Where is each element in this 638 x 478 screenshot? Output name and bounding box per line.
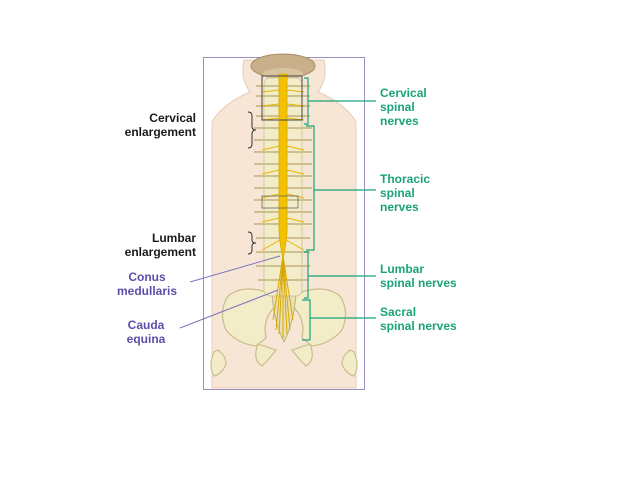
cauda-equina-label: Cauda equina (126, 318, 166, 346)
lumbar-spinal-nerves-label: Lumbar spinal nerves (380, 262, 457, 290)
thoracic-junction-box (261, 195, 299, 209)
spinal-cord (278, 73, 288, 259)
nerve-group-brackets (302, 77, 376, 341)
lumbar-enlargement-label: Lumbar enlargement (124, 231, 196, 259)
sacral-spinal-nerves-label: Sacral spinal nerves (380, 305, 457, 333)
cauda-equina (272, 255, 294, 338)
conus-medullaris-pointer (189, 255, 281, 283)
cervical-spinal-nerves-label: Cervical spinal nerves (380, 86, 427, 128)
cauda-equina-pointer (179, 289, 279, 329)
lumbar-enlargement-bracket (247, 231, 257, 255)
cervical-enlargement-label: Cervical enlargement (124, 111, 196, 139)
cervical-enlargement-box (261, 75, 303, 121)
cervical-enlargement-bracket (247, 111, 257, 149)
thoracic-spinal-nerves-label: Thoracic spinal nerves (380, 172, 431, 214)
pelvis (210, 288, 358, 377)
conus-medullaris-label: Conus medullaris (116, 270, 178, 298)
spinal-nerve-roots (261, 89, 305, 251)
